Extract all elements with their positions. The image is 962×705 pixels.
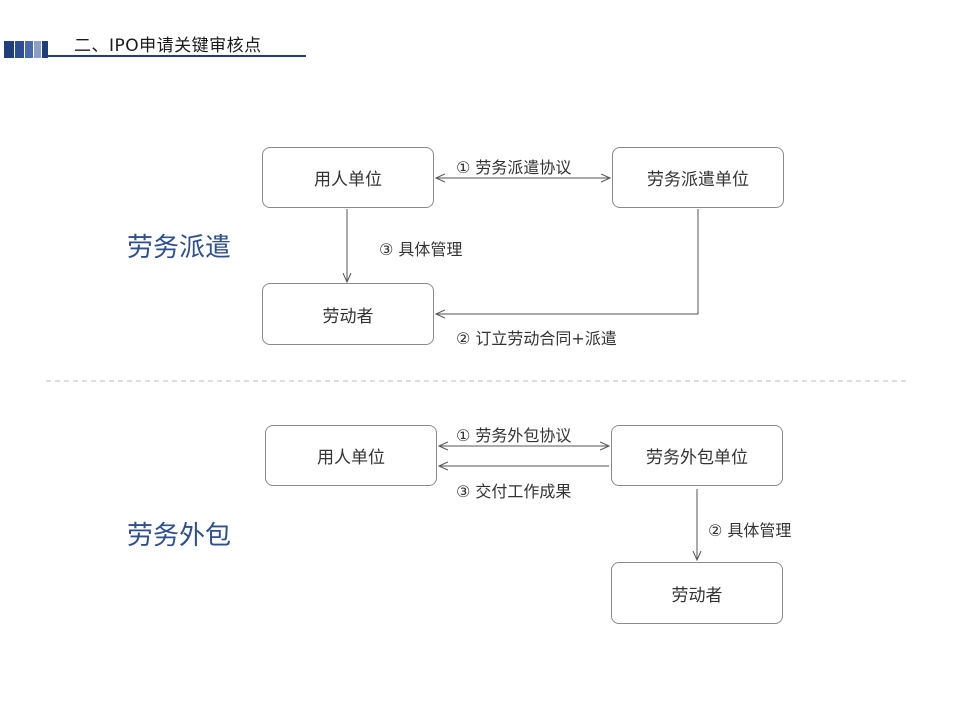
- dispatch-employer-box: 用人单位: [262, 147, 434, 208]
- header-blocks-icon: [4, 41, 48, 58]
- dispatch-agency-box: 劳务派遣单位: [612, 147, 784, 208]
- outsourcing-worker-label: 劳动者: [671, 585, 723, 606]
- outsourcing-worker-box: 劳动者: [611, 562, 783, 624]
- dispatch-agency-label: 劳务派遣单位: [647, 170, 749, 190]
- outsourcing-employer-box: 用人单位: [265, 425, 437, 486]
- dispatch-edge-contract-label: ② 订立劳动合同+派遣: [456, 329, 617, 348]
- outsourcing-edge-management-label: ② 具体管理: [708, 521, 792, 540]
- dispatch-employer-label: 用人单位: [314, 170, 382, 190]
- outsourcing-employer-label: 用人单位: [317, 448, 385, 468]
- page-title: 二、IPO申请关键审核点: [74, 36, 262, 56]
- dispatch-edge-management-label: ③ 具体管理: [379, 240, 463, 259]
- outsourcing-edge-delivery-label: ③ 交付工作成果: [456, 482, 572, 501]
- dispatch-worker-box: 劳动者: [262, 283, 434, 345]
- header-underline: [46, 55, 306, 57]
- outsourcing-edge-agreement-label: ① 劳务外包协议: [456, 426, 572, 445]
- dispatch-worker-label: 劳动者: [322, 306, 374, 327]
- header-decoration: [4, 41, 306, 58]
- outsourcing-contractor-label: 劳务外包单位: [646, 448, 748, 468]
- section-title-outsourcing: 劳务外包: [127, 521, 232, 551]
- dispatch-edge-contract: [436, 209, 699, 314]
- outsourcing-contractor-box: 劳务外包单位: [611, 425, 783, 486]
- section-title-dispatch: 劳务派遣: [127, 233, 232, 263]
- dispatch-edge-agreement-label: ① 劳务派遣协议: [456, 158, 572, 177]
